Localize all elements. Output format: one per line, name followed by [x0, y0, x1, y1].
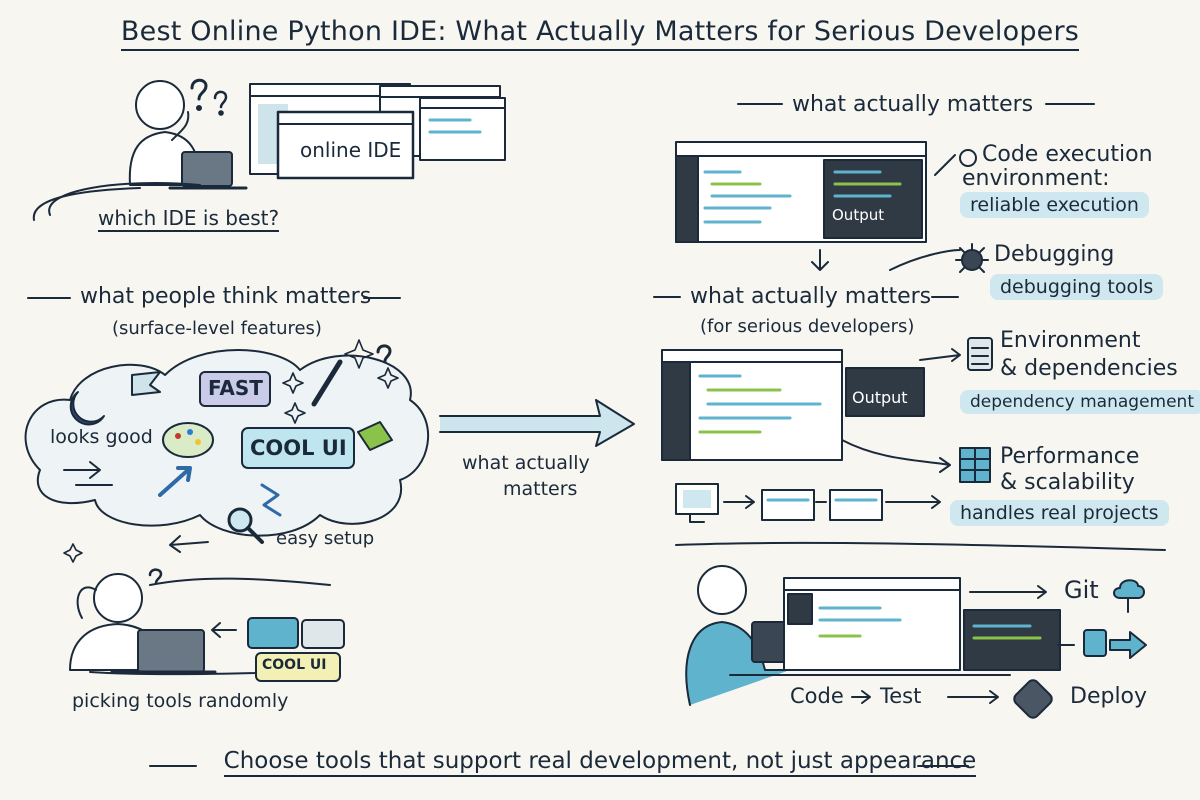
serious-developer-illustration [685, 565, 1147, 719]
circle-icon [959, 149, 977, 167]
question-label: which IDE is best? [98, 206, 280, 232]
feature-3-title: Environment [1000, 328, 1141, 353]
feature-3-tag: dependency management [960, 390, 1200, 414]
cool-ui-badge: COOL UI [250, 436, 347, 460]
feature-4-title: Performance [1000, 444, 1140, 469]
test-label: Test [880, 684, 922, 708]
fast-badge: FAST [208, 376, 263, 400]
center-arrow-label-2: matters [503, 478, 578, 500]
right-heading: what actually matters [690, 284, 932, 309]
feature-1-title: Code execution [982, 142, 1153, 167]
left-caption: picking tools randomly [72, 690, 289, 712]
page-title: Best Online Python IDE: What Actually Ma… [0, 16, 1200, 51]
looks-good-label: looks good [50, 426, 153, 448]
deploy-label: Deploy [1070, 684, 1148, 709]
output-label-top: Output [832, 206, 885, 224]
confused-user-illustration [32, 78, 248, 221]
online-ide-label: online IDE [300, 138, 402, 162]
footer-message: Choose tools that support real developme… [0, 748, 1200, 777]
easy-setup-label: easy setup [276, 528, 375, 549]
deployment-flow [675, 483, 1166, 551]
database-icon [967, 337, 993, 371]
bug-icon [955, 243, 989, 273]
output-label-middle: Output [852, 388, 908, 407]
feature-4-title-line2: & scalability [1000, 470, 1135, 495]
stacked-ide-windows [249, 83, 506, 180]
surface-features-cloud [24, 349, 429, 553]
feature-3-title-line2: & dependencies [1000, 356, 1178, 381]
ide-window-middle [661, 348, 961, 473]
feature-2-tag: debugging tools [990, 274, 1164, 300]
random-picker-illustration [69, 568, 345, 682]
left-subheading: (surface-level features) [112, 318, 322, 339]
feature-2-title: Debugging [994, 242, 1115, 267]
center-arrow-label-1: what actually [462, 452, 590, 474]
feature-4-tag: handles real projects [950, 500, 1169, 526]
sparkle-decorations [63, 339, 399, 563]
right-top-heading: what actually matters [792, 92, 1034, 117]
git-label: Git [1064, 576, 1099, 604]
code-label: Code [790, 684, 844, 708]
feature-1-title-line2: environment: [962, 166, 1110, 191]
cube-stack-icon [959, 447, 991, 483]
center-transition-arrow [439, 399, 635, 447]
cool-ui-sticker: COOL UI [262, 657, 327, 673]
ide-window-top [675, 141, 956, 271]
feature-1-tag: reliable execution [960, 192, 1149, 218]
right-subheading: (for serious developers) [700, 316, 915, 337]
left-heading: what people think matters [80, 284, 372, 309]
